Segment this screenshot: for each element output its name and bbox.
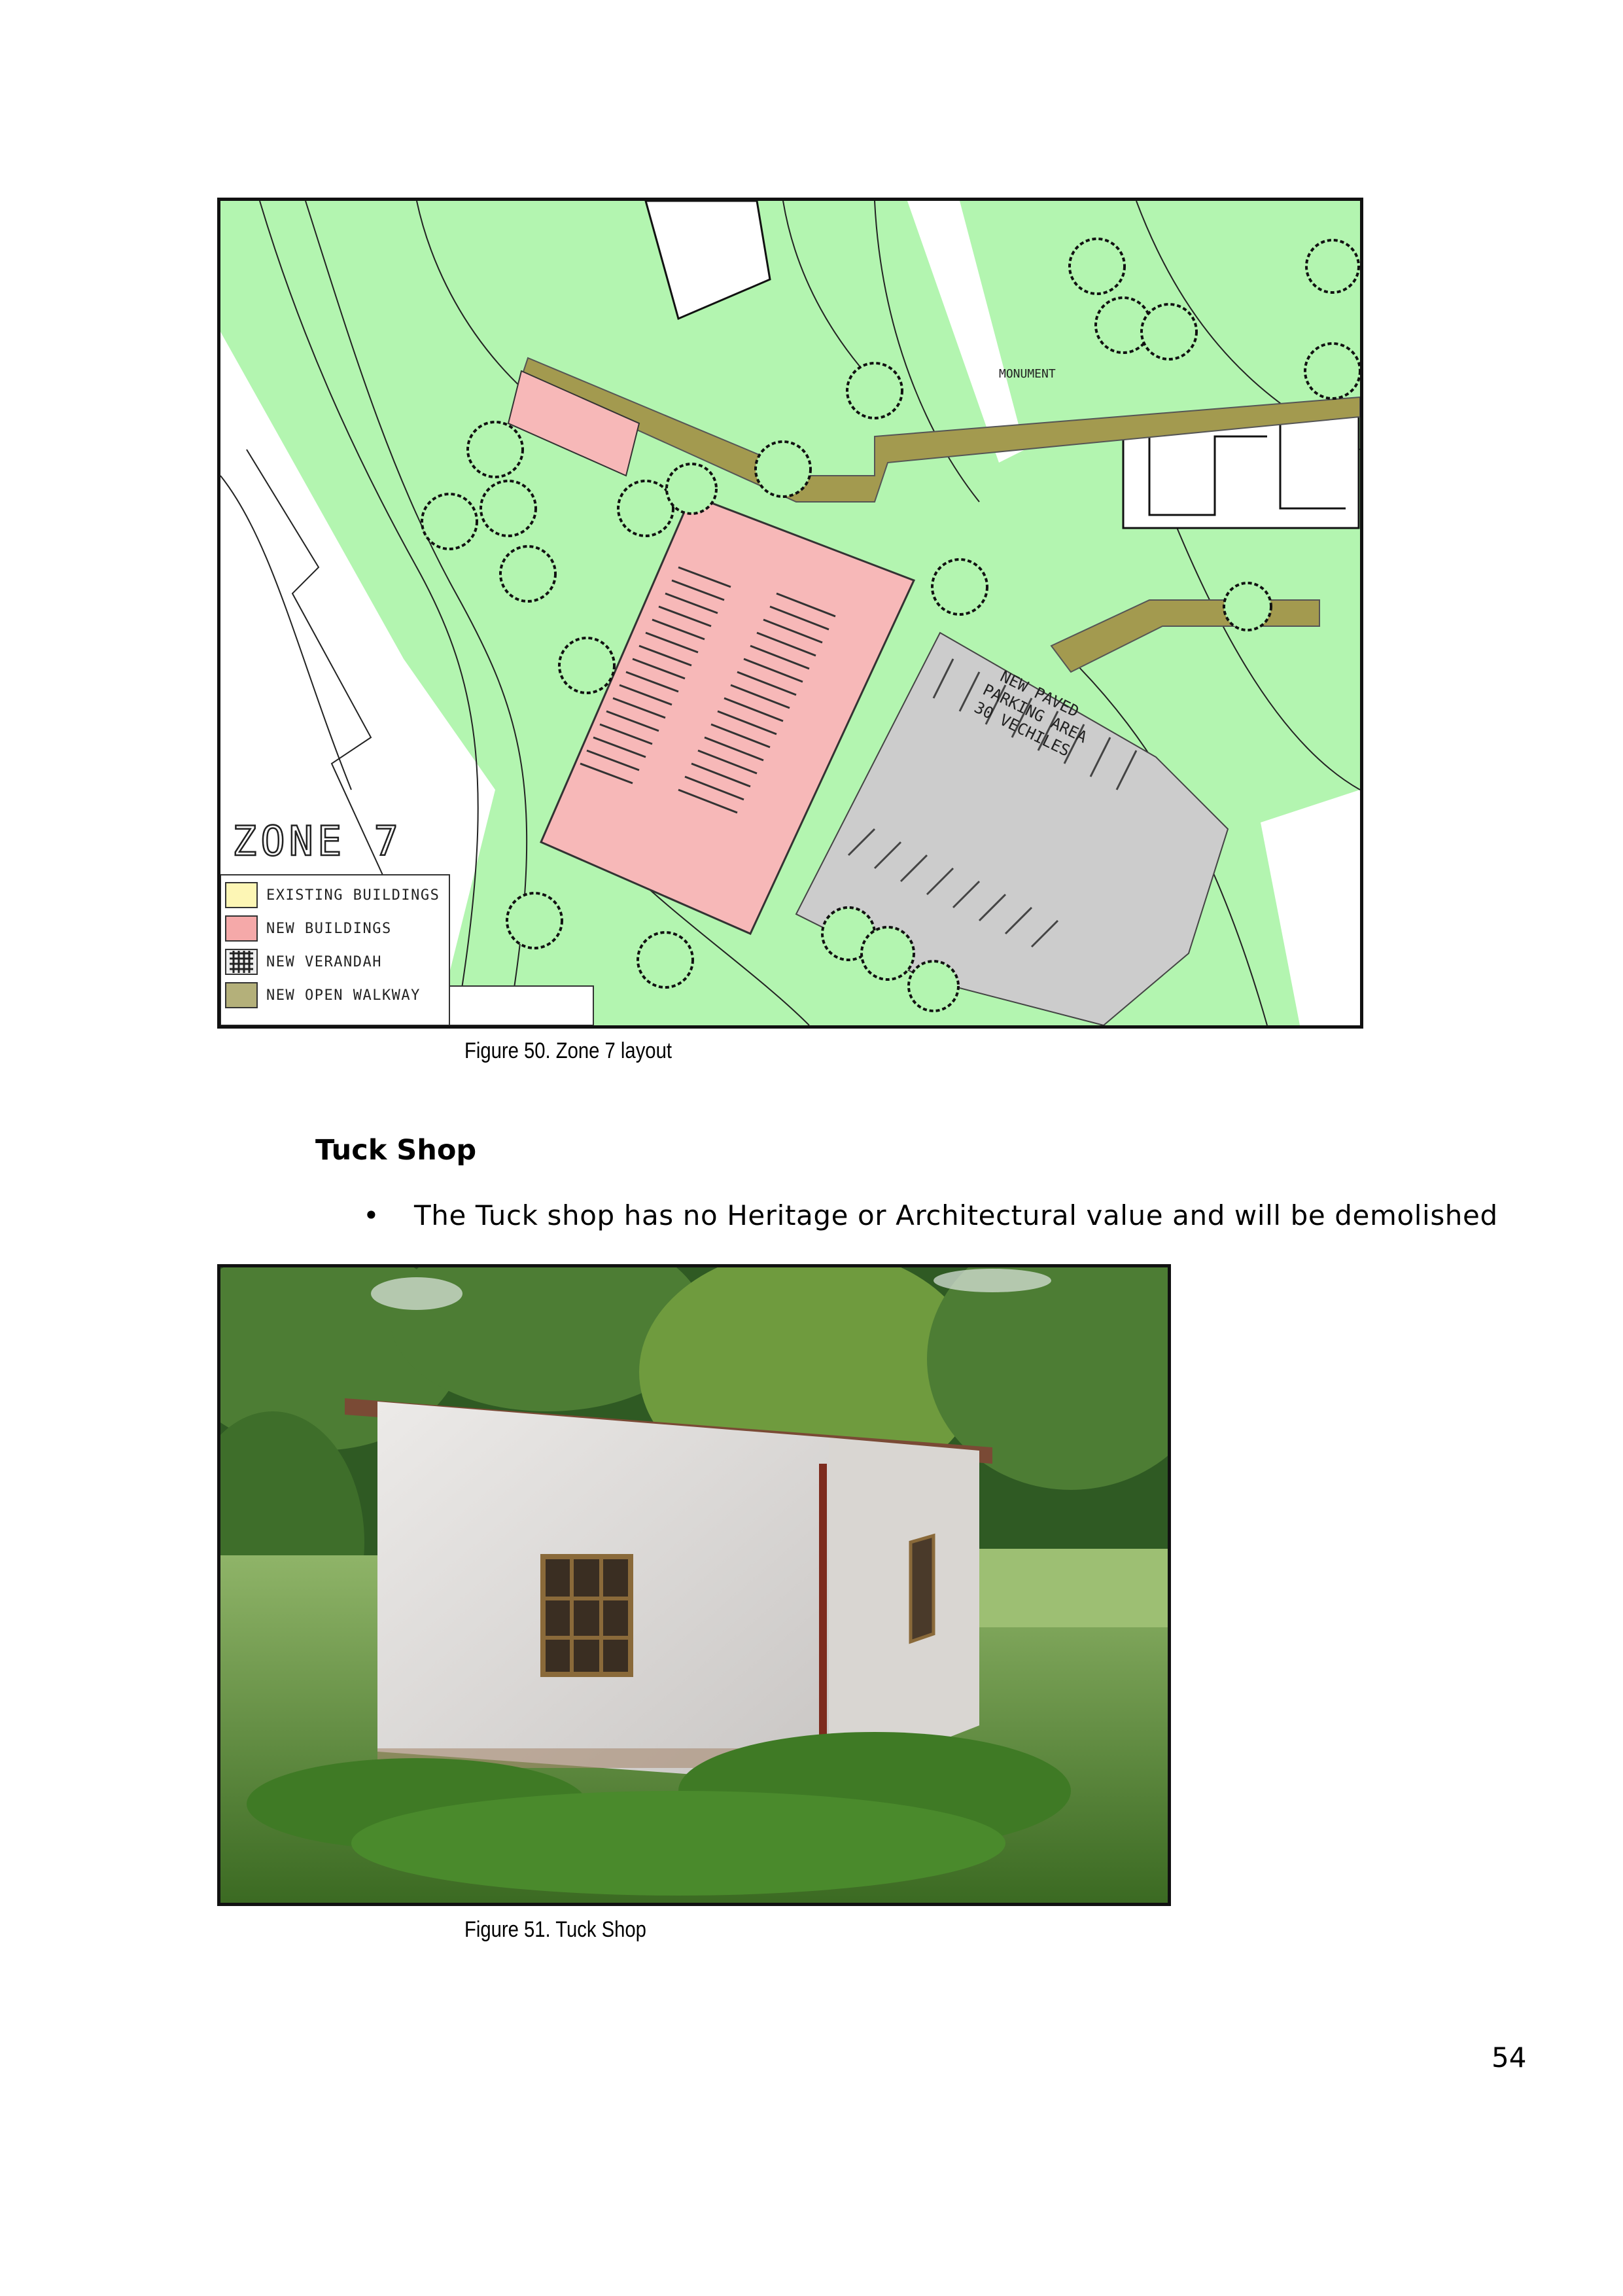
window-front: [540, 1554, 633, 1677]
road-strip: [907, 201, 1025, 463]
drain-pipe: [819, 1464, 827, 1791]
site-plan-drawing: MONUMENT NEW PAVED PARKING AREA 30 VECHI…: [220, 201, 1360, 1025]
white-building-bottom: [449, 985, 594, 1025]
trees: [421, 238, 1360, 1012]
legend-label-walkway: NEW OPEN WALKWAY: [266, 987, 421, 1004]
legend-swatch-existing: [225, 882, 258, 908]
bullet-item: • The Tuck shop has no Heritage or Archit…: [363, 1199, 1498, 1231]
bullet-dot: •: [363, 1199, 380, 1231]
white-area-left: [220, 332, 495, 1025]
tuck-shop-illustration: [220, 1267, 1168, 1903]
tuck-shop-photo: [217, 1264, 1171, 1906]
parking-bays: [847, 658, 1138, 948]
map-legend: EXISTING BUILDINGS NEW BUILDINGS NEW VER…: [220, 874, 450, 1025]
figure-51-caption: Figure 51. Tuck Shop: [464, 1917, 646, 1942]
window-side: [909, 1533, 935, 1644]
legend-swatch-new-buildings: [225, 915, 258, 942]
legend-label-existing: EXISTING BUILDINGS: [266, 887, 440, 904]
tall-grass: [247, 1732, 1071, 1896]
window-grille: [546, 1559, 628, 1672]
monument-label: MONUMENT: [999, 367, 1056, 381]
zone-label: ZONE 7: [232, 817, 402, 865]
legend-swatch-walkway: [225, 982, 258, 1008]
zone-7-layout-map: MONUMENT NEW PAVED PARKING AREA 30 VECHI…: [217, 198, 1363, 1029]
section-heading: Tuck Shop: [315, 1134, 477, 1167]
side-wall: [829, 1438, 979, 1784]
legend-label-verandah: NEW VERANDAH: [266, 954, 382, 970]
new-building-small: [507, 370, 640, 477]
lawn-background: [973, 1549, 1168, 1627]
figure-50-caption: Figure 50. Zone 7 layout: [464, 1038, 672, 1063]
parking-area: [795, 631, 1229, 1025]
new-walkway: [520, 357, 1360, 503]
hall-seating-rows: [580, 566, 836, 814]
bullet-text: The Tuck shop has no Heritage or Archite…: [414, 1199, 1498, 1231]
page-number: 54: [1492, 2041, 1527, 2074]
legend-label-new-buildings: NEW BUILDINGS: [266, 921, 392, 937]
white-area-right: [1261, 790, 1360, 1025]
sky-gaps: [371, 1269, 1051, 1310]
